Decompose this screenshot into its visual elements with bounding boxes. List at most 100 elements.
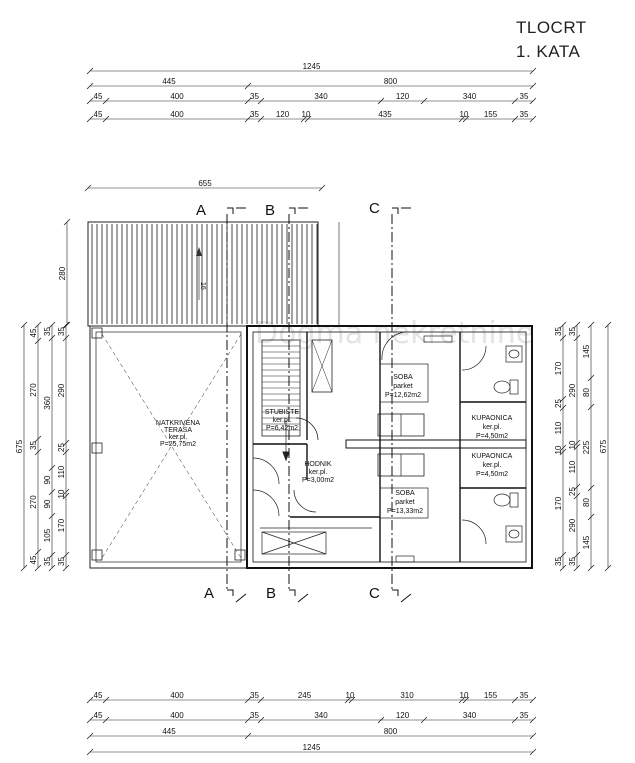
- dimension-label: 10: [57, 489, 66, 498]
- doors-and-fixtures: [252, 331, 523, 563]
- dimension-label: 105: [43, 528, 52, 542]
- dimension-label: 360: [43, 396, 52, 410]
- stair-count-label: 16: [199, 282, 206, 290]
- dimension-label: 120: [396, 92, 410, 101]
- section-b-bottom: B: [266, 585, 276, 602]
- dimension-label: 270: [29, 495, 38, 509]
- room-terasa-name1: NATKRIVENA: [156, 420, 201, 427]
- dimension-label: 10: [302, 110, 311, 119]
- room-hodnik-name: HODNIK: [304, 461, 332, 468]
- room-terasa-area: P=25,75m2: [160, 441, 196, 448]
- dimension-label: 800: [384, 77, 398, 86]
- dimension-label: 35: [568, 557, 577, 566]
- dimension-label: 80: [582, 388, 591, 397]
- dimension-label: 45: [94, 711, 103, 720]
- dimension-label: 675: [599, 439, 608, 453]
- dimension-label: 35: [520, 711, 529, 720]
- dimension-label: 225: [582, 440, 591, 454]
- dimension-label: 35: [568, 327, 577, 336]
- dimension-label: 340: [463, 92, 477, 101]
- dimension-label: 280: [58, 0, 72, 2]
- dimension-label: 45: [94, 92, 103, 101]
- dimension-label: 170: [57, 518, 66, 532]
- dimension-label: 170: [554, 496, 563, 510]
- room-soba1-name: SOBA: [393, 374, 413, 381]
- dimension-label: 155: [484, 691, 498, 700]
- dimension-label: 35: [520, 691, 529, 700]
- dimension-label: 35: [250, 110, 259, 119]
- room-kup1-name: KUPAONICA: [472, 415, 513, 422]
- dimension-values: 1245 445 800 45 400 35 340 120 340 35 45 400 35 120 10…: [15, 0, 608, 752]
- dimension-label: 655: [198, 179, 212, 188]
- dimension-label: 35: [520, 92, 529, 101]
- dimension-label: 80: [582, 498, 591, 507]
- dimension-label: 10: [460, 110, 469, 119]
- room-kup1-area: P=4,50m2: [476, 433, 508, 440]
- pergola-canopy: 16: [87, 221, 319, 327]
- dimension-label: 400: [170, 691, 184, 700]
- dimension-label: 35: [520, 110, 529, 119]
- dimension-label: 445: [162, 77, 176, 86]
- dimension-label: 45: [29, 328, 38, 337]
- dimension-label: 25: [568, 487, 577, 496]
- dimension-label: 35: [57, 557, 66, 566]
- dimension-label: 155: [484, 110, 498, 119]
- room-hodnik-area: P=3,00m2: [302, 477, 334, 484]
- dimension-label: 170: [554, 361, 563, 375]
- room-soba1-area: P=12,62m2: [385, 392, 421, 399]
- dimension-label: 400: [170, 92, 184, 101]
- dimension-label: 290: [568, 518, 577, 532]
- room-soba2-floor: parket: [395, 499, 415, 506]
- section-a-bottom: A: [204, 585, 214, 602]
- staircase: [261, 339, 333, 462]
- watermark-text: Dogma nekretnine: [255, 316, 534, 351]
- side-dimensions: [23, 222, 609, 568]
- dimension-label: 145: [582, 535, 591, 549]
- dimension-label: 675: [15, 439, 24, 453]
- dimension-label: 10: [554, 445, 563, 454]
- dimension-label: 310: [400, 691, 414, 700]
- section-lines: [226, 207, 412, 603]
- dimension-label: 445: [162, 727, 176, 736]
- room-soba2-name: SOBA: [395, 490, 415, 497]
- dimension-label: 90: [43, 475, 52, 484]
- room-soba2-area: P=13,33m2: [387, 508, 423, 515]
- room-labels: SOBA parket P=12,62m2 SOBA parket P=13,3…: [156, 374, 513, 515]
- section-c-top: C: [369, 200, 380, 217]
- dimension-label: 110: [554, 421, 563, 434]
- dimension-label: 25: [57, 443, 66, 452]
- dimension-label: 280: [58, 266, 67, 280]
- dimension-label: 1245: [303, 62, 321, 71]
- room-kup1-floor: ker.pl.: [483, 424, 502, 431]
- room-stubiste-floor: ker.pl.: [273, 417, 292, 424]
- dimension-label: 145: [582, 344, 591, 358]
- plan-title: TLOCRT: [516, 18, 587, 37]
- room-kup2-floor: ker.pl.: [483, 462, 502, 469]
- dimension-label: 1245: [303, 743, 321, 752]
- dimension-label: 35: [250, 711, 259, 720]
- dimension-label: 35: [554, 327, 563, 336]
- dimension-label: 10: [346, 691, 355, 700]
- dimension-label: 25: [554, 399, 563, 408]
- section-c-bottom: C: [369, 585, 380, 602]
- dimension-label: 120: [276, 110, 290, 119]
- room-soba1-floor: parket: [393, 383, 413, 390]
- dimension-label: 90: [43, 499, 52, 508]
- dimension-label: 35: [29, 441, 38, 450]
- dimension-label: 110: [568, 460, 577, 473]
- room-kup2-area: P=4,50m2: [476, 471, 508, 478]
- dimension-label: 110: [57, 465, 66, 478]
- room-terasa-floor: ker.pl.: [169, 434, 188, 441]
- dimension-label: 400: [170, 711, 184, 720]
- dimension-label: 340: [314, 711, 328, 720]
- room-terasa-name2: TERASA: [164, 427, 192, 434]
- dimension-label: 35: [554, 557, 563, 566]
- dimension-label: 120: [396, 711, 410, 720]
- dimension-label: 35: [250, 92, 259, 101]
- section-a-top: A: [196, 202, 206, 219]
- dimension-label: 340: [314, 92, 328, 101]
- dimension-label: 10: [460, 691, 469, 700]
- dimension-label: 35: [43, 327, 52, 336]
- dimension-label: 340: [463, 711, 477, 720]
